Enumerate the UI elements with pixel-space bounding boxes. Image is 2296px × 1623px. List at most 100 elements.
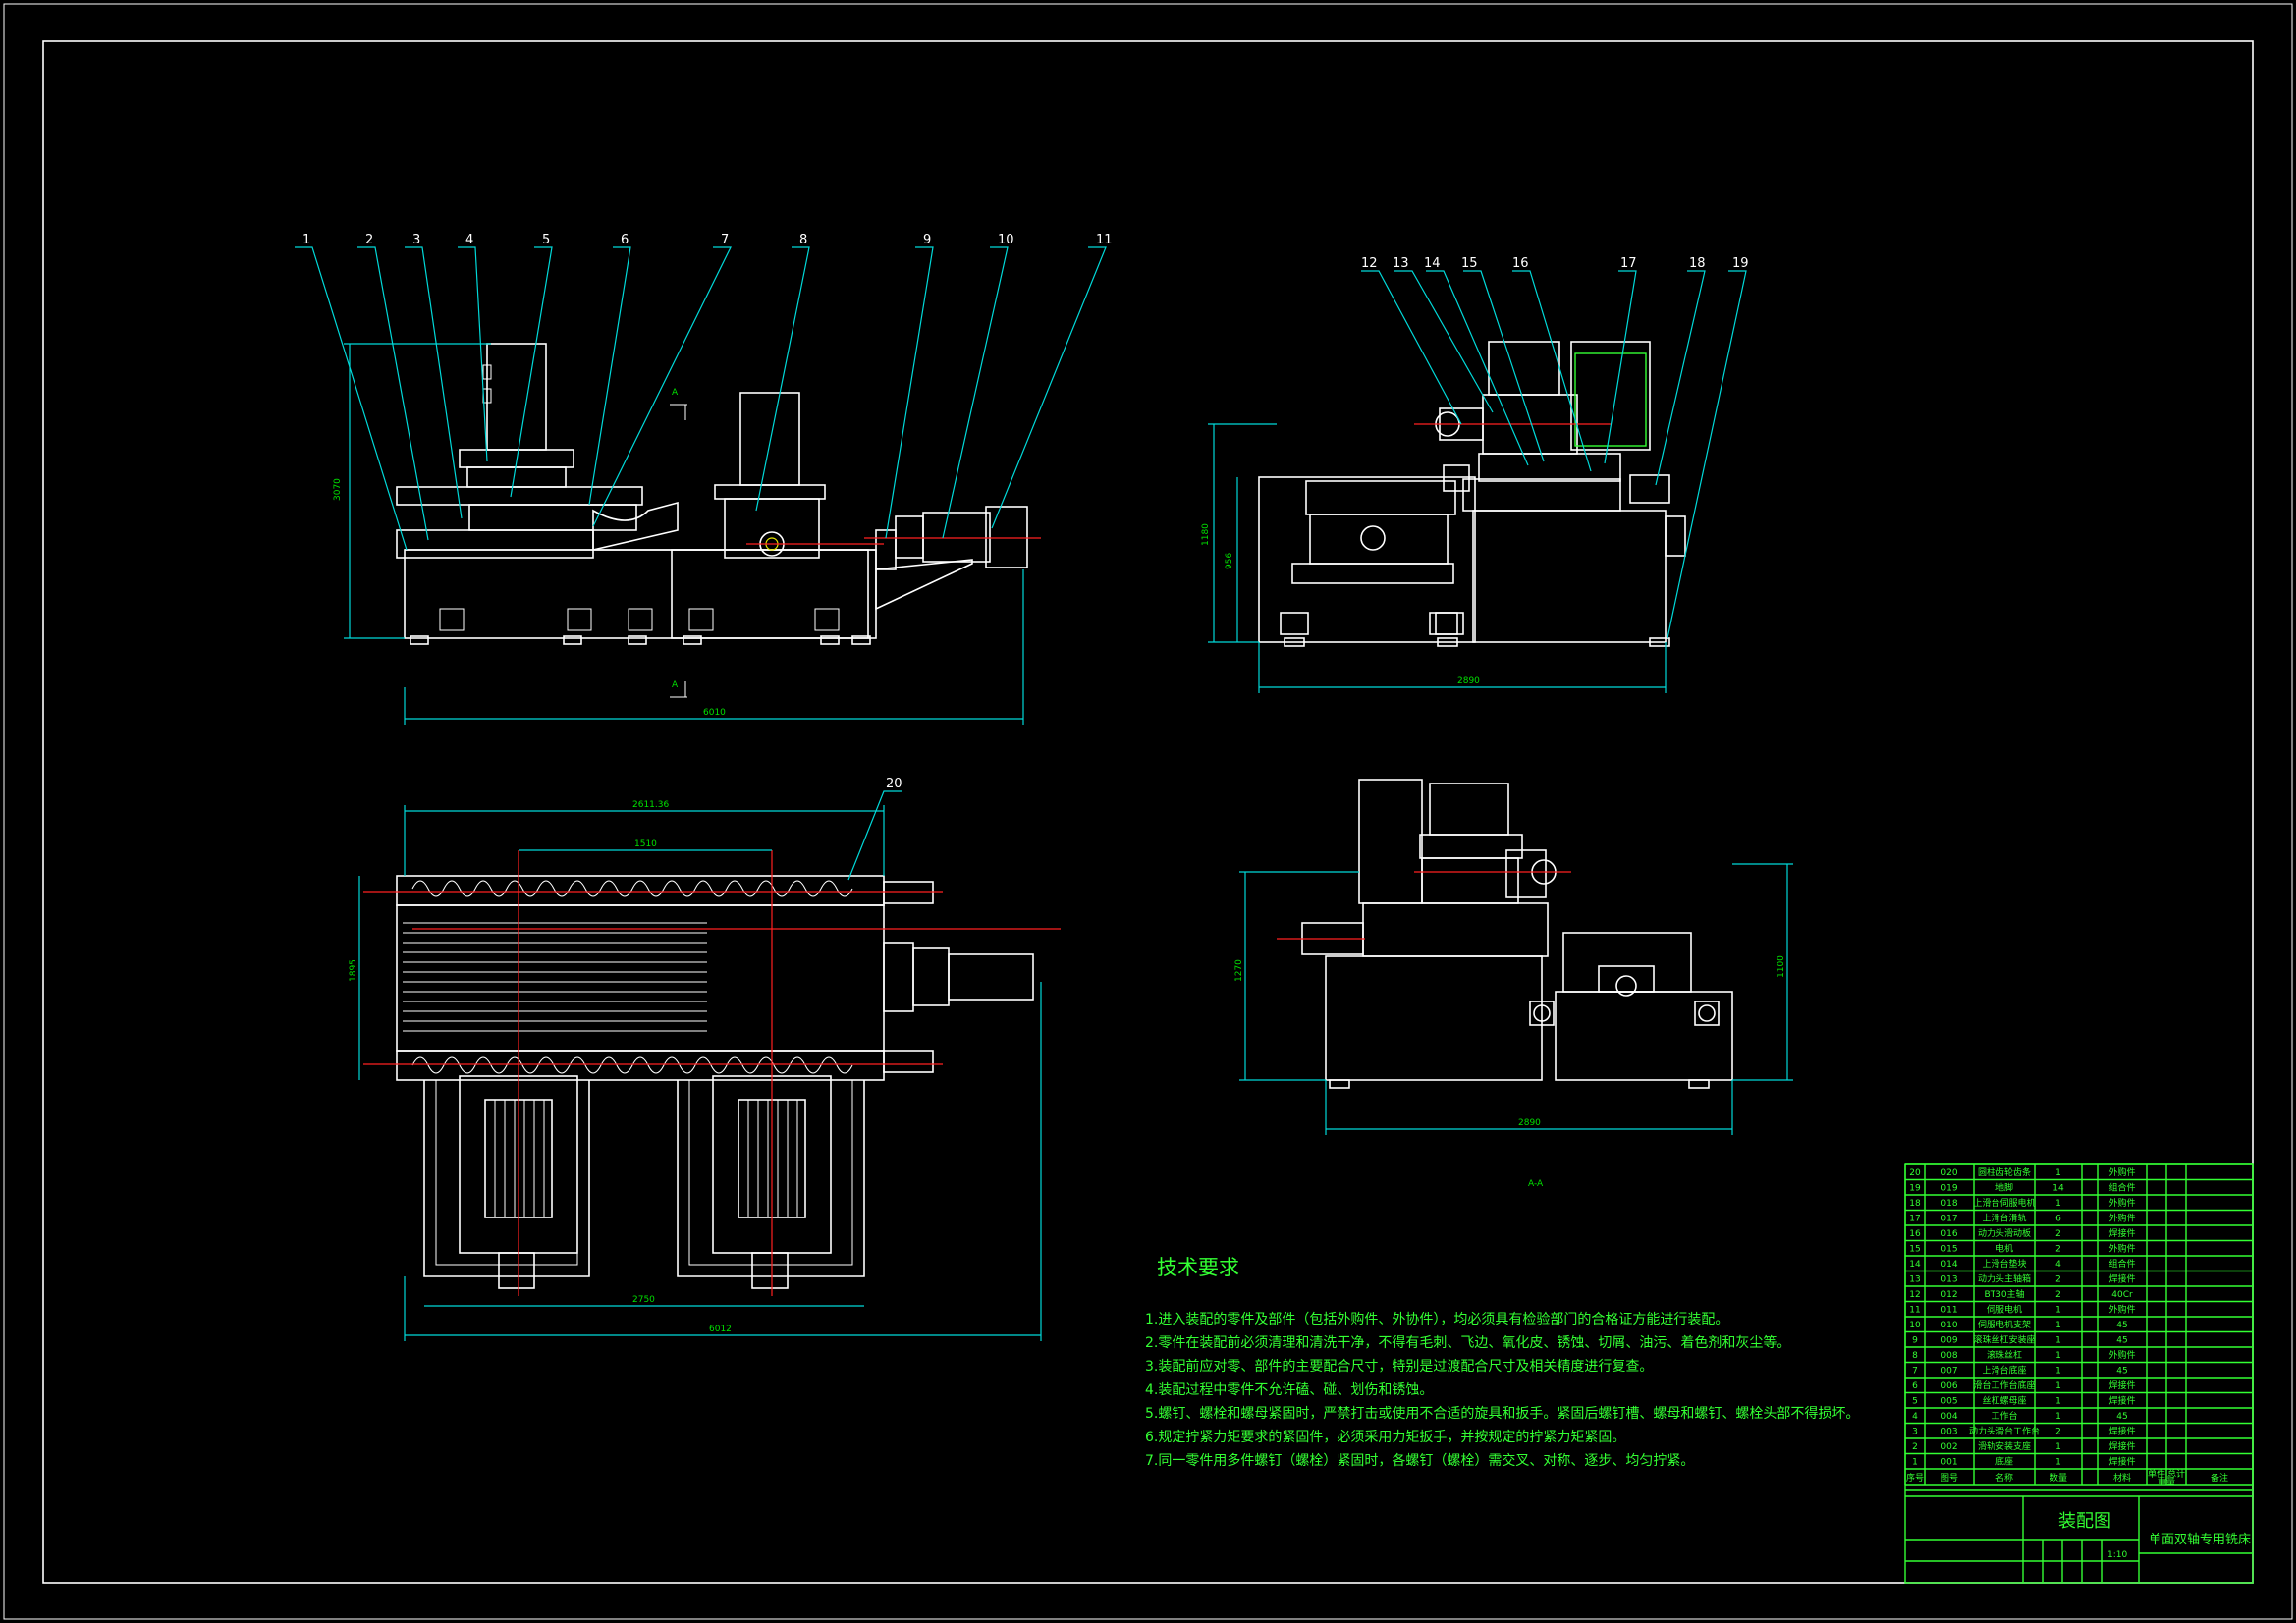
bom-cell: 外购件 [2108,1213,2135,1224]
bom-cell: 1 [2055,1381,2061,1391]
bom-cell: 焊接件 [2108,1440,2135,1452]
bom-cell: 2 [2055,1428,2061,1437]
bom-cell: 1 [2055,1199,2061,1209]
machine-name: 单面双轴专用铣床 [2149,1533,2251,1547]
bom-cell: 005 [1941,1397,1957,1407]
bom-cell: 19 [1909,1184,1921,1194]
bom-cell: 14 [2052,1184,2064,1194]
side-view: 2890 1180 956 [1201,341,1686,693]
bom-cell: 18 [1909,1199,1921,1209]
label-1: 1 [302,233,310,247]
label-10: 10 [998,233,1014,247]
bom-cell: 10 [1909,1321,1921,1330]
bom-cell: 007 [1941,1367,1957,1377]
bom-header: 序号 [1906,1472,1924,1484]
bom-cell: 焊接件 [2108,1456,2135,1468]
bom-cell: 006 [1941,1381,1957,1391]
svg-text:2750: 2750 [632,1295,655,1305]
bom-cell: 017 [1941,1215,1957,1224]
bom-cell: 40Cr [2111,1290,2133,1300]
bom-cell: 002 [1941,1442,1957,1452]
bom-cell: 动力头主轴箱 [1978,1273,2031,1285]
section-mark: A-A [1528,1179,1544,1189]
bom-cell: 2 [2055,1245,2061,1255]
bom-cell: 1 [2055,1351,2061,1361]
title-block: 装配图 单面双轴专用铣床 1:10 [1905,1489,2253,1583]
bom-cell: 6 [2055,1215,2061,1224]
label-19: 19 [1732,256,1749,271]
front-view-labels: 1 2 3 4 5 6 7 8 9 10 11 [302,233,1113,247]
bom-cell: 底座 [1995,1456,2013,1468]
label-11: 11 [1096,233,1113,247]
bom-cell: 12 [1909,1290,1920,1300]
bom-cell: 6 [1912,1381,1918,1391]
scale-value: 1:10 [2107,1550,2127,1560]
label-15: 15 [1461,256,1478,271]
bom-cell: 工作台 [1991,1410,2017,1422]
bom-cell: 012 [1941,1290,1957,1300]
label-7: 7 [721,233,729,247]
bom-cell: 16 [1909,1229,1921,1239]
bom-cell: 015 [1941,1245,1957,1255]
bom-header: 图号 [1941,1473,1958,1484]
bom-cell: 1 [2055,1336,2061,1346]
bom-cell: 1 [2055,1367,2061,1377]
tech-item: 6.规定拧紧力矩要求的紧固件，必须采用力矩扳手，并按规定的拧紧力矩紧固。 [1145,1430,1625,1445]
bom-cell: 1 [1912,1458,1918,1468]
bom-cell: 焊接件 [2108,1273,2135,1285]
section-view: 2890 1270 1100 [1234,779,1793,1135]
bom-header: 总计 [2167,1468,2185,1480]
svg-text:1510: 1510 [634,839,657,849]
label-14: 14 [1424,256,1441,271]
bom-cell: 45 [2116,1336,2127,1346]
bom-cell: 丝杠螺母座 [1982,1395,2026,1407]
front-view-leaders [295,246,1107,551]
bom-cell: 滚珠丝杠 [1987,1349,2022,1361]
tech-item: 2.零件在装配前必须清理和清洗干净，不得有毛刺、飞边、氧化皮、锈蚀、切屑、油污、… [1145,1334,1790,1351]
bom-cell: 1 [2055,1442,2061,1452]
bom-cell: 1 [2055,1458,2061,1468]
bom-cell: 滑轨安装支座 [1978,1440,2031,1452]
bom-cell: 焊接件 [2108,1380,2135,1391]
front-view: 6010 3070 A A [333,343,1041,725]
tech-item: 3.装配前应对零、部件的主要配合尺寸，特别是过渡配合尺寸及相关精度进行复查。 [1145,1358,1653,1375]
label-2: 2 [365,233,373,247]
bom-cell: 4 [2055,1260,2061,1270]
svg-text:3070: 3070 [333,478,343,501]
svg-text:2890: 2890 [1518,1118,1541,1128]
bom-cell: 外购件 [2108,1349,2135,1361]
label-4: 4 [465,233,473,247]
svg-text:A: A [672,388,679,398]
bom-cell: 13 [1909,1275,1920,1285]
bom-cell: 上滑台伺服电机 [1973,1197,2035,1209]
bom-cell: 外购件 [2108,1304,2135,1316]
tech-title: 技术要求 [1157,1256,1239,1279]
bom-cell: 动力头滑台工作台 [1969,1426,2040,1437]
bom-header: 数量 [2050,1472,2067,1484]
bom-cell: 019 [1941,1184,1957,1194]
bom-cell: 地脚 [1995,1182,2013,1194]
svg-text:A: A [672,680,679,690]
bom-cell: 2 [2055,1229,2061,1239]
bom-cell: 组合件 [2108,1258,2135,1270]
tech-item: 7.同一零件用多件螺钉（螺栓）紧固时，各螺钉（螺栓）需交叉、对称、逐步、均匀拧紧… [1145,1452,1694,1469]
bom-cell: 滑台工作台底座 [1973,1380,2035,1391]
bom-cell: 003 [1941,1428,1957,1437]
bom-cell: 008 [1941,1351,1957,1361]
bom-cell: 圆柱齿轮齿条 [1978,1166,2031,1178]
label-3: 3 [412,233,420,247]
bom-header: 名称 [1995,1472,2013,1484]
svg-text:6010: 6010 [703,708,726,718]
svg-text:956: 956 [1225,553,1234,569]
bom-cell: 焊接件 [2108,1395,2135,1407]
side-view-labels: 12 13 14 15 16 17 18 19 [1361,256,1749,271]
label-17: 17 [1620,256,1637,271]
outer-frame [3,3,2293,1620]
bom-cell: 2 [1912,1442,1918,1452]
bom-cell: 45 [2116,1367,2127,1377]
tech-item: 4.装配过程中零件不允许磕、碰、划伤和锈蚀。 [1145,1382,1433,1398]
label-5: 5 [542,233,550,247]
bom-cell: 电机 [1995,1243,2013,1255]
